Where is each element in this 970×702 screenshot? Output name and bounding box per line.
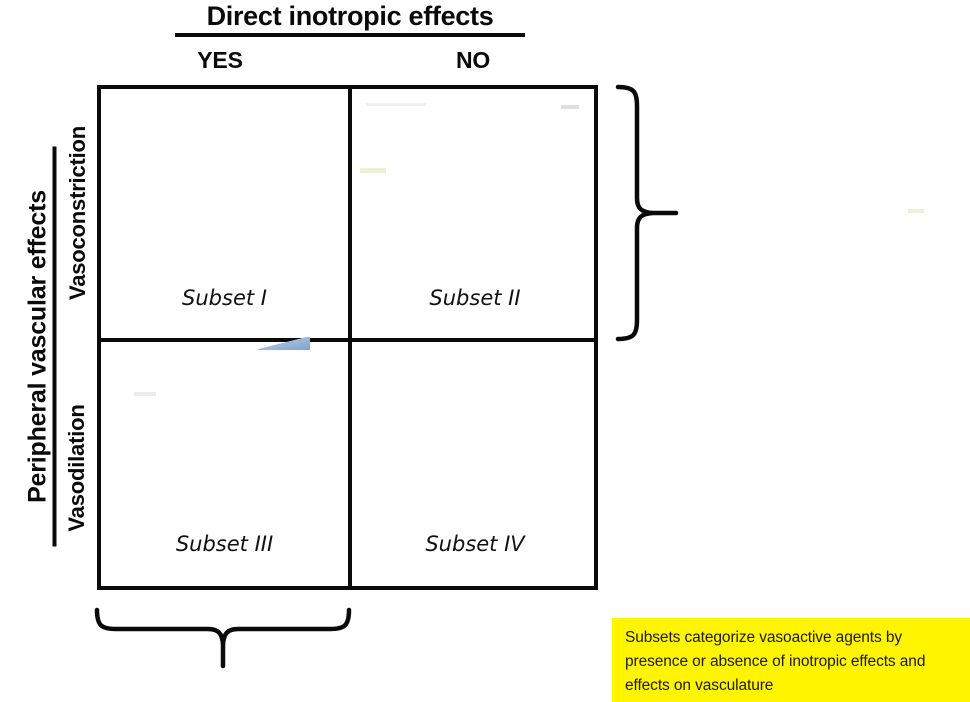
row-label-vasodilation: Vasodilation (64, 404, 89, 532)
column-axis-title-text: Direct inotropic effects (206, 1, 494, 31)
annotation-line-3: effects on vasculature (625, 677, 774, 694)
matrix-vertical-divider (348, 89, 352, 586)
matrix-cell-subset-3[interactable]: Subset III (101, 342, 348, 590)
column-label-no: NO (455, 47, 491, 73)
row-axis-title: Peripheral vascular effects (23, 146, 57, 547)
scan-artifact-smudge (908, 209, 924, 213)
matrix-cell-subset-4[interactable]: Subset IV (352, 342, 598, 590)
row-group-brace-icon (615, 84, 679, 342)
column-group-brace-icon (94, 607, 352, 669)
annotation-line-1: Subsets categorize vasoactive agents by (625, 629, 902, 646)
subset-matrix: Subset I Subset II Subset III Subset IV (97, 85, 598, 590)
matrix-cell-label: Subset III (175, 532, 274, 556)
matrix-horizontal-divider (101, 338, 594, 342)
row-axis-title-underline (52, 146, 57, 547)
column-label-yes: YES (197, 47, 243, 73)
row-label-vasoconstriction: Vasoconstriction (65, 125, 90, 301)
annotation-note: Subsets categorize vasoactive agents by … (612, 618, 970, 702)
annotation-line-2: presence or absence of inotropic effects… (625, 653, 926, 670)
column-axis-title-underline (175, 33, 525, 37)
matrix-cell-subset-1[interactable]: Subset I (101, 89, 348, 338)
matrix-cell-subset-2[interactable]: Subset II (352, 89, 598, 338)
row-axis-title-text: Peripheral vascular effects (23, 190, 52, 503)
matrix-cell-label: Subset II (429, 286, 521, 310)
column-axis-title: Direct inotropic effects (175, 0, 525, 37)
matrix-cell-label: Subset I (182, 286, 267, 310)
matrix-cell-label: Subset IV (425, 532, 525, 556)
